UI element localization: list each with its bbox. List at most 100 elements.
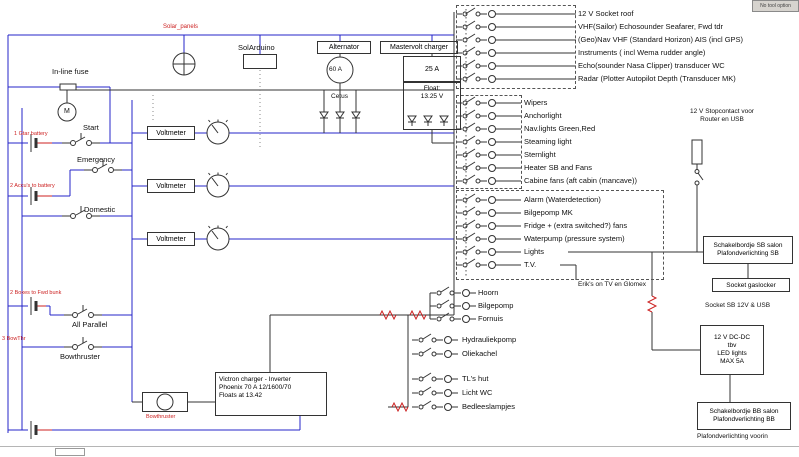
nav-panel — [456, 5, 576, 89]
breaker-icon — [429, 286, 477, 297]
circuit-label: Lights — [524, 247, 545, 256]
circuit-label: Fornuis — [478, 314, 504, 323]
alternator-label-box: Alternator — [317, 41, 371, 54]
inline-fuse-icon — [59, 83, 77, 91]
breaker-icon — [411, 372, 459, 383]
battery-note: 2 Boxes to Fwd bunk — [10, 290, 62, 296]
domestic-label: Domestic — [84, 205, 116, 214]
alternator-diode-icon — [319, 111, 329, 123]
circuit-label: Waterpump (pressure system) — [524, 234, 625, 243]
circuit-label: Anchorlight — [524, 111, 562, 120]
victron-line1: Victron charger - Inverter — [219, 376, 291, 383]
circuit-label: Bilgepomp MK — [524, 208, 573, 217]
battery-note: 3 BowThr — [2, 336, 26, 342]
voltmeter-box: Voltmeter — [147, 179, 195, 193]
schakelbordje-bb-box: Schakelbordje BB salon Plafondverlichtin… — [697, 402, 791, 430]
bowthruster-motor-icon — [156, 393, 174, 411]
alternator-diode-icon — [351, 111, 361, 123]
breaker-icon — [411, 333, 459, 344]
motor-icon — [57, 102, 77, 122]
router-socket-line2: Router en USB — [700, 116, 744, 124]
circuit-label: Hoorn — [478, 288, 499, 297]
breaker-icon — [411, 347, 459, 358]
alternator-icon — [326, 56, 354, 84]
circuit-label: Licht WC — [462, 388, 493, 397]
socket-gaslocker-box: Socket gaslocker — [712, 278, 790, 292]
circuit-label: Hydrauliekpomp — [462, 335, 517, 344]
circuit-label: Bilgepomp — [478, 301, 514, 310]
circuit-label: (Geo)Nav VHF (Standard Horizon) AIS (inc… — [578, 35, 744, 44]
circuit-label: Radar (Plotter Autopilot Depth (Transduc… — [578, 74, 736, 83]
router-socket-label: 12 V Stopcontact voor Router en USB — [672, 108, 772, 124]
alternator-rating: 60 A — [329, 66, 343, 73]
schakelbordje-sb-box: Schakelbordje SB salon Plafondverlichtin… — [703, 236, 793, 264]
gauge-2-icon — [206, 172, 230, 198]
circuit-label: Alarm (Waterdetection) — [524, 195, 601, 204]
solarduino-box — [243, 54, 277, 69]
erik-tv-label: Erik's on TV en Glomex — [578, 281, 646, 288]
dcdc-line1: 12 V DC-DC — [713, 333, 751, 341]
router-socket-switch-icon — [694, 163, 704, 191]
solar-panels-label: Solar_panels — [163, 24, 199, 30]
no-tool-option-button[interactable]: No tool option — [752, 0, 799, 12]
circuit-label: VHF(Sailor) Echosounder Seafarer, Fwd td… — [578, 22, 724, 31]
emergency-label: Emergency — [77, 155, 115, 164]
schakelbordje-sb-line2: Plafondverlichting SB — [717, 250, 779, 257]
battery-bowthruster-icon — [29, 419, 38, 441]
circuit-label: Cabine fans (aft cabin (mancave)) — [524, 176, 637, 185]
battery-emergency-icon — [29, 185, 38, 207]
bowthruster-label: Bowthruster — [60, 352, 101, 361]
breaker-icon — [429, 312, 477, 323]
mastervolt-label-box: Mastervolt charger — [380, 41, 458, 54]
solar-panel-cross — [173, 53, 195, 75]
domestic-panel — [456, 190, 664, 280]
inline-fuse-label: In-line fuse — [52, 67, 89, 76]
breaker-icon — [429, 299, 477, 310]
circuit-label: Fridge + (extra switched?) fans — [524, 221, 628, 230]
voltmeter-box: Voltmeter — [147, 126, 195, 140]
all-parallel-label: All Parallel — [72, 320, 108, 329]
mastervolt-float-value: 13.25 V — [420, 93, 444, 101]
circuit-label: Instruments ( incl Wema rudder angle) — [578, 48, 706, 57]
alternator-name: Cetus — [331, 93, 348, 100]
mastervolt-rating-box: 25 A — [403, 56, 461, 82]
gauge-1-icon — [206, 119, 230, 145]
horizontal-scrollbar[interactable] — [0, 446, 799, 457]
motor-letter: M — [64, 108, 70, 115]
mastervolt-float-box: Float: 13.25 V — [403, 82, 461, 130]
schakelbordje-bb-line2: Plafondverlichting BB — [713, 416, 775, 423]
gauge-3-icon — [206, 225, 230, 251]
fuse-zigzag-icon — [647, 295, 657, 313]
voltmeter-box: Voltmeter — [147, 232, 195, 246]
victron-line2: Phoenix 70 A 12/1600/70 — [219, 384, 292, 392]
battery-domestic-icon — [29, 295, 38, 317]
dcdc-line4: MAX 5A — [720, 358, 744, 366]
start-label: Start — [83, 123, 99, 132]
circuit-label: Wipers — [524, 98, 548, 107]
breaker-icon — [411, 386, 459, 397]
deck-panel — [456, 95, 522, 189]
socket-icon — [691, 139, 703, 165]
schakelbordje-sb-line1: Schakelbordje SB salon — [713, 241, 783, 249]
circuit-label: Bedleeslampjes — [462, 402, 515, 411]
start-switch-icon — [61, 132, 101, 146]
circuit-label: Sternlight — [524, 150, 556, 159]
circuit-label: Nav.lights Green,Red — [524, 124, 596, 133]
dcdc-box: 12 V DC-DC tbv LED lights MAX 5A — [700, 325, 764, 375]
plafond-voorin-label: Plafondverlichting voorin — [697, 433, 768, 440]
battery-note: 2 Accu's to battery — [10, 183, 55, 189]
scrollbar-thumb[interactable] — [55, 448, 85, 456]
circuit-label: Steaming light — [524, 137, 572, 146]
positive-wires — [7, 34, 454, 433]
battery-note: 1 Gtar battery — [14, 131, 48, 137]
bowthruster-motor-label: Bowthruster — [146, 414, 176, 420]
all-parallel-switch-icon — [63, 304, 103, 318]
victron-box: Victron charger - Inverter Phoenix 70 A … — [215, 372, 327, 416]
victron-line3: Floats at 13.42 — [219, 392, 262, 400]
socket-sb-label: Socket SB 12V & USB — [705, 302, 771, 309]
circuit-label: T.V. — [524, 260, 537, 269]
breaker-icon — [411, 400, 459, 411]
solarduino-label: SolArduino — [238, 43, 275, 52]
